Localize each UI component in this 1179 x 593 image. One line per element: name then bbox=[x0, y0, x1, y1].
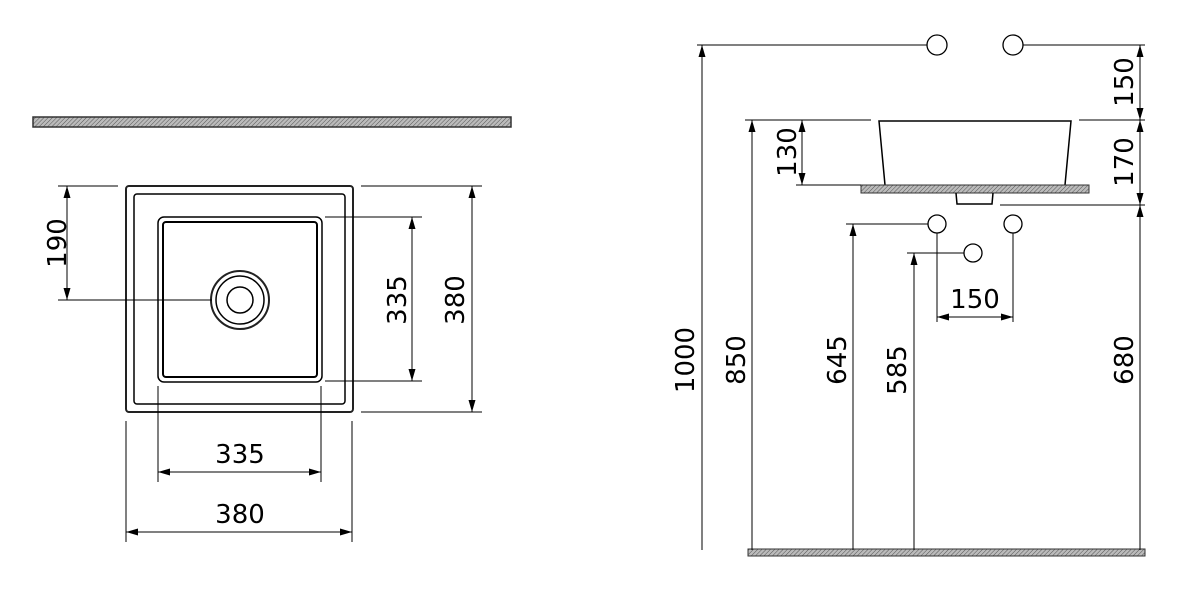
arrowhead-icon bbox=[698, 45, 706, 57]
dim-bowl-depth-335: 335 bbox=[383, 275, 413, 325]
dim-rim-height-850: 850 bbox=[722, 335, 752, 385]
dim-offset-190: 190 bbox=[43, 218, 73, 268]
dim-bowl-height-130: 130 bbox=[773, 127, 803, 177]
side-view: 1000 850 130 645 585 150 170 680 150 bbox=[671, 34, 1146, 557]
supply-connection-icon bbox=[927, 214, 947, 234]
drain-outlet bbox=[955, 192, 994, 205]
arrowhead-icon bbox=[1001, 313, 1013, 321]
drain-icon bbox=[210, 270, 270, 330]
basin-profile bbox=[878, 120, 1072, 186]
arrowhead-icon bbox=[1136, 108, 1144, 120]
waste-connection-icon bbox=[963, 243, 983, 263]
arrowhead-icon bbox=[798, 173, 806, 185]
arrowhead-icon bbox=[1136, 45, 1144, 57]
dim-drain-height-680: 680 bbox=[1110, 335, 1140, 385]
arrowhead-icon bbox=[849, 224, 857, 236]
dim-supply-height-645: 645 bbox=[823, 335, 853, 385]
dim-tap-above-rim-150: 150 bbox=[1110, 57, 1140, 107]
basin-rim-inner bbox=[133, 193, 346, 405]
floor-section bbox=[747, 548, 1146, 557]
tap-connection-icon bbox=[926, 34, 948, 56]
dim-overall-width-380: 380 bbox=[215, 500, 265, 530]
arrowhead-icon bbox=[126, 528, 138, 536]
arrowhead-icon bbox=[468, 186, 476, 198]
arrowhead-icon bbox=[1136, 193, 1144, 205]
arrowhead-icon bbox=[468, 400, 476, 412]
arrowhead-icon bbox=[937, 313, 949, 321]
supply-connection-icon bbox=[1003, 214, 1023, 234]
arrowhead-icon bbox=[340, 528, 352, 536]
tap-connection-icon bbox=[1002, 34, 1024, 56]
arrowhead-icon bbox=[309, 468, 321, 476]
arrowhead-icon bbox=[408, 217, 416, 229]
countertop-section bbox=[860, 184, 1090, 194]
dim-waste-height-585: 585 bbox=[883, 345, 913, 395]
arrowhead-icon bbox=[1136, 205, 1144, 217]
wall-section bbox=[32, 116, 512, 128]
arrowhead-icon bbox=[910, 253, 918, 265]
dim-bowl-width-335: 335 bbox=[215, 440, 265, 470]
arrowhead-icon bbox=[748, 120, 756, 132]
dim-overall-depth-380: 380 bbox=[441, 275, 471, 325]
arrowhead-icon bbox=[63, 288, 71, 300]
arrowhead-icon bbox=[63, 186, 71, 198]
dim-rim-to-drain-170: 170 bbox=[1110, 137, 1140, 187]
basin-outer-edge bbox=[125, 185, 354, 413]
arrowhead-icon bbox=[158, 468, 170, 476]
dim-supply-spacing-150: 150 bbox=[950, 285, 1000, 315]
arrowhead-icon bbox=[408, 369, 416, 381]
plan-view: 190 335 380 335 380 bbox=[32, 116, 512, 542]
dim-wall-height-1000: 1000 bbox=[671, 327, 701, 393]
plan-dimension-lines bbox=[58, 185, 482, 542]
arrowhead-icon bbox=[1136, 120, 1144, 132]
arrowhead-icon bbox=[798, 120, 806, 132]
side-dimension-lines bbox=[697, 44, 1145, 550]
